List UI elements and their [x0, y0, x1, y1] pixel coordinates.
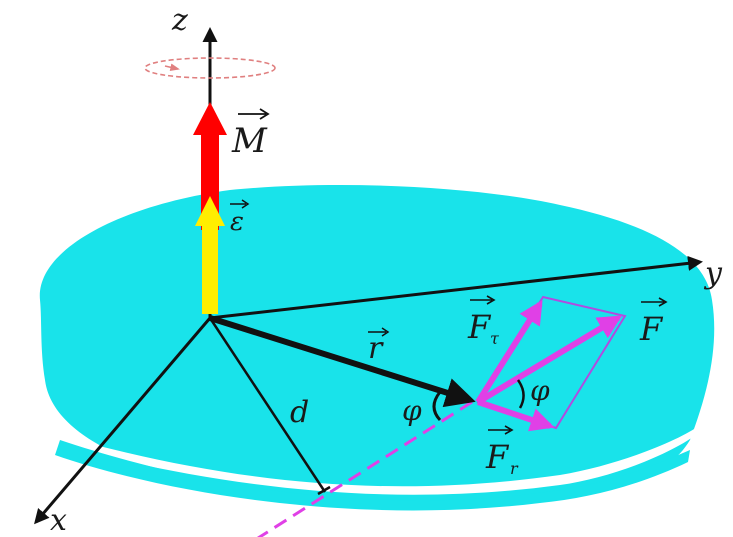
rotation-ellipse-icon: [144, 57, 276, 79]
angle-arc-right: [516, 379, 525, 409]
angle-arc-left: [432, 391, 442, 422]
force-vector: [476, 315, 623, 405]
angle-label-left: φ: [402, 394, 422, 427]
svg-text:τ: τ: [490, 329, 500, 348]
force-label: F: [639, 297, 668, 348]
svg-text:F: F: [467, 308, 492, 346]
radius-vector: [209, 315, 476, 408]
epsilon-vector: [195, 196, 225, 314]
y-axis-line: [209, 255, 703, 320]
svg-text:F: F: [485, 438, 510, 476]
tangential-force-vector: [475, 299, 543, 404]
y-axis-label: y: [703, 256, 723, 291]
distance-line: [208, 317, 327, 493]
svg-text:M: M: [231, 121, 268, 161]
radius-label: r: [368, 327, 390, 366]
angle-label-right: φ: [530, 374, 550, 407]
x-axis-label: x: [50, 503, 67, 537]
z-axis-label: z: [171, 3, 188, 38]
moment-label: M: [231, 108, 270, 161]
radial-force-label: F r: [485, 425, 519, 478]
distance-label: d: [290, 395, 309, 430]
svg-text:r: r: [368, 331, 384, 366]
svg-text:r: r: [510, 459, 519, 478]
epsilon-label: ε: [230, 199, 250, 237]
svg-text:F: F: [639, 310, 664, 348]
disc-lower-rim: [55, 440, 690, 511]
radial-force-vector: [477, 399, 555, 432]
x-axis-line: [34, 317, 212, 525]
svg-text:ε: ε: [230, 207, 244, 237]
tangential-force-label: F τ: [467, 295, 500, 348]
distance-tick: [317, 485, 331, 496]
